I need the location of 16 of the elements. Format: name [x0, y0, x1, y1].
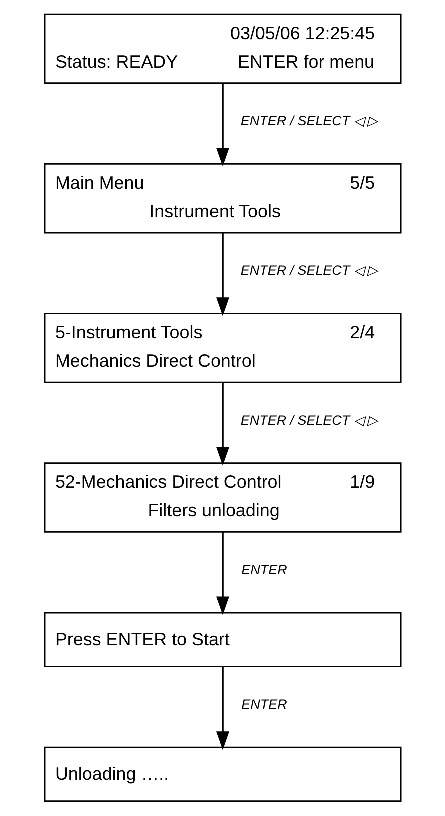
node-box: 03/05/06 12:25:45 Status: READY ENTER for menu [44, 14, 402, 84]
arrow [216, 84, 229, 167]
edge-label: ENTER / SELECT ◁ ▷ [240, 114, 378, 129]
node-box: 52-Mechanics Direct Control 1/9 Filters unloading [44, 462, 402, 533]
node-box: Main Menu 5/5 Instrument Tools [44, 163, 402, 234]
node-box: Press ENTER to Start [44, 612, 402, 668]
node-box: Unloading ….. [44, 746, 402, 802]
edge-label: ENTER / SELECT ◁ ▷ [240, 263, 378, 278]
edge-label: ENTER [241, 562, 287, 578]
arrow [216, 233, 229, 316]
edge-label: ENTER / SELECT ◁ ▷ [240, 412, 378, 428]
edge-label: ENTER [241, 696, 287, 712]
arrow [216, 667, 229, 750]
arrow [216, 532, 229, 616]
node-box: 5-Instrument Tools 2/4 Mechanics Direct Control [44, 313, 402, 384]
arrow [216, 382, 229, 466]
